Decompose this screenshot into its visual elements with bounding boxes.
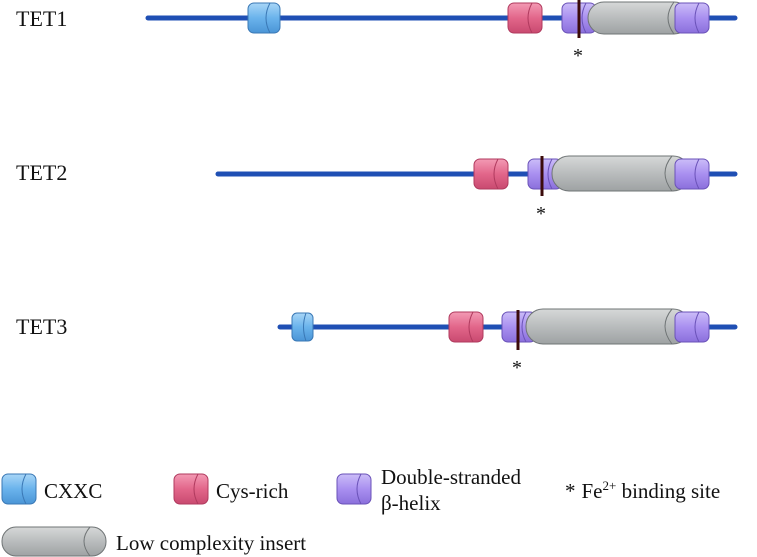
cys-rich-domain — [507, 2, 543, 34]
cxxc-domain — [291, 312, 314, 342]
protein-label-tet2: TET2 — [16, 160, 67, 185]
legend-fe-prefix: Fe — [582, 479, 603, 503]
legend-fe-superscript: 2+ — [603, 478, 617, 493]
legend-low-complexity: Low complexity insert — [1, 526, 306, 557]
legend-cys-rich-label: Cys-rich — [216, 479, 289, 503]
protein-label-tet1: TET1 — [16, 6, 67, 31]
cys-rich-domain — [448, 311, 484, 343]
legend-beta-helix-label-line2: β-helix — [381, 491, 441, 515]
protein-label-tet3: TET3 — [16, 314, 67, 339]
legend-beta-helix: Double-stranded β-helix — [336, 465, 521, 515]
fe-binding-asterisk-tet1: * — [573, 45, 583, 67]
low-complexity-insert — [551, 155, 691, 192]
legend-low-complexity-label: Low complexity insert — [116, 531, 306, 555]
cys-rich-domain — [473, 158, 509, 190]
beta-helix-domain-c — [674, 311, 710, 343]
cxxc-domain — [247, 2, 281, 34]
low-complexity-insert — [587, 1, 691, 35]
legend-cys-rich-swatch — [173, 473, 209, 505]
legend-low-complexity-swatch — [1, 526, 107, 557]
legend-cxxc-label: CXXC — [44, 479, 102, 503]
low-complexity-insert — [525, 308, 691, 345]
beta-helix-domain-c — [674, 2, 710, 34]
legend-fe-asterisk: * — [565, 479, 576, 503]
legend-beta-helix-swatch — [336, 473, 372, 505]
protein-tet1: TET1 * — [16, 0, 738, 67]
protein-tet2: TET2 * — [16, 155, 738, 225]
legend-cxxc-swatch — [1, 473, 37, 505]
protein-tet3: TET3 * — [16, 308, 738, 379]
legend-fe-suffix: binding site — [616, 479, 720, 503]
beta-helix-domain-c — [674, 158, 710, 190]
fe-binding-asterisk-tet2: * — [536, 203, 546, 225]
legend-cys-rich: Cys-rich — [173, 473, 289, 505]
legend: CXXC Cys-rich Double-stranded β-helix *F… — [1, 465, 720, 557]
legend-cxxc: CXXC — [1, 473, 102, 505]
fe-binding-asterisk-tet3: * — [512, 357, 522, 379]
legend-fe-binding: *Fe2+ binding site — [565, 478, 720, 503]
legend-beta-helix-label-line1: Double-stranded — [381, 465, 521, 489]
legend-fe-binding-text: *Fe2+ binding site — [565, 478, 720, 503]
